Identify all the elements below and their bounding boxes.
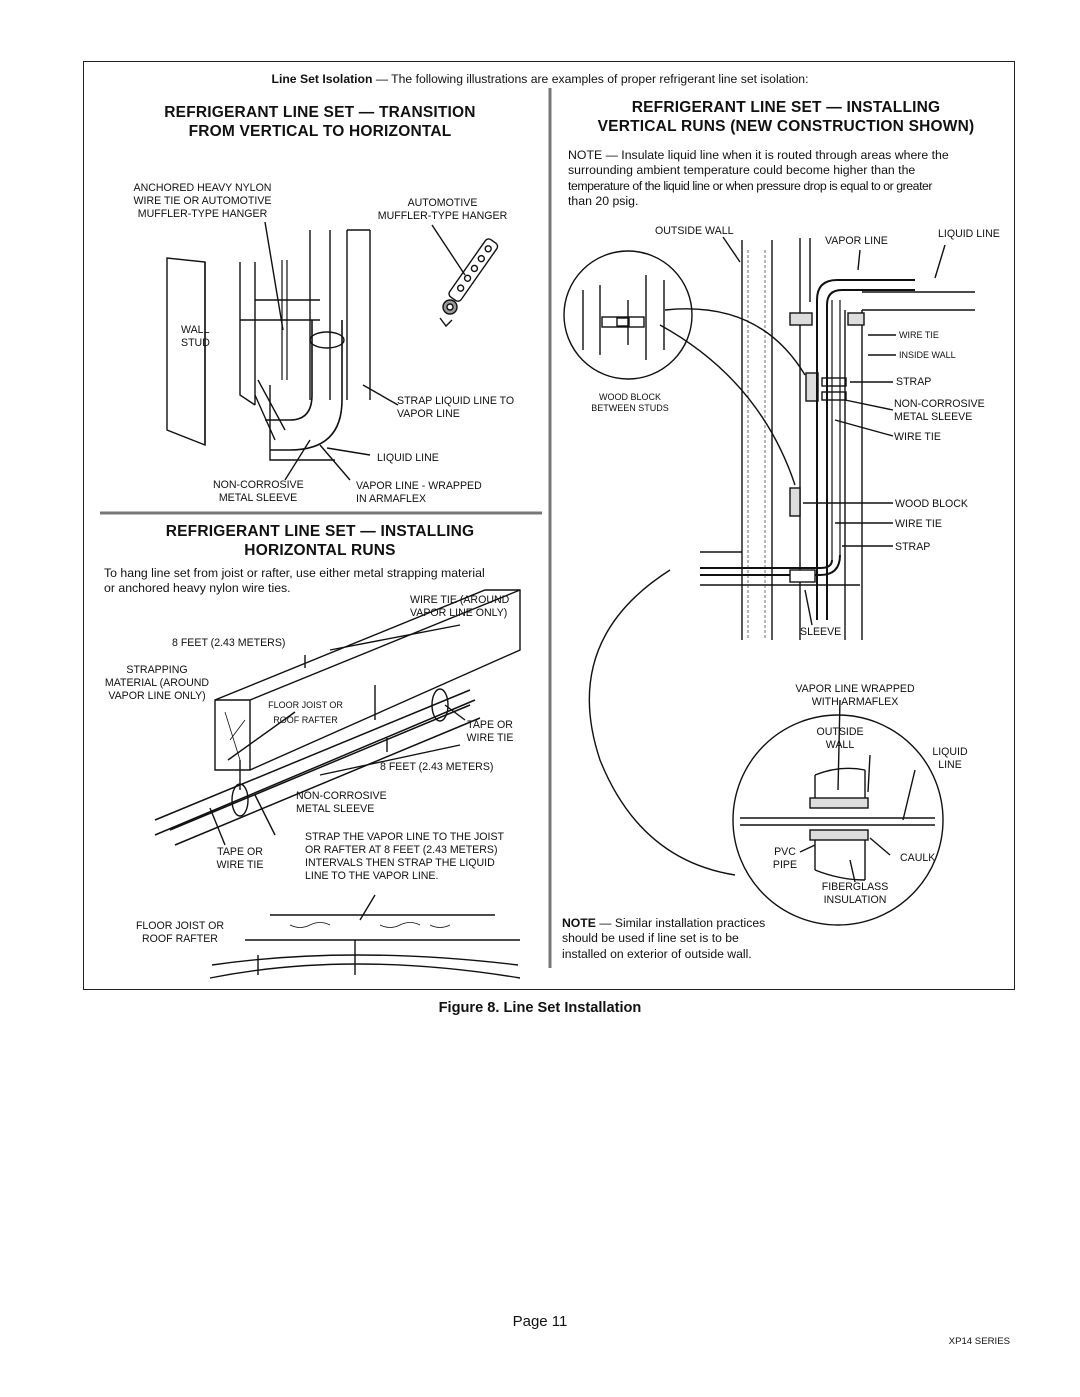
label-liquid-line-right: LIQUID LINE xyxy=(938,228,1000,240)
label-sleeve: SLEEVE xyxy=(800,626,842,638)
vertical-note: NOTE — Insulate liquid line when it is r… xyxy=(568,148,949,209)
label-8-feet-bottom: 8 FEET (2.43 METERS) xyxy=(380,761,494,773)
label-outside-wall: OUTSIDE WALL xyxy=(655,225,734,237)
figure-caption: Figure 8. Line Set Installation xyxy=(438,1000,642,1016)
label-8-feet-top: 8 FEET (2.43 METERS) xyxy=(172,637,286,649)
label-inside-wall: INSIDE WALL xyxy=(899,350,956,360)
label-wire-tie-3: WIRE TIE xyxy=(895,518,942,530)
horizontal-paragraph: To hang line set from joist or rafter, u… xyxy=(104,566,485,596)
label-vapor-line: VAPOR LINE xyxy=(825,235,888,247)
label-wire-tie-small: WIRE TIE xyxy=(899,330,939,340)
label-strap-1: STRAP xyxy=(896,376,932,388)
label-wood-block: WOOD BLOCK xyxy=(895,498,968,510)
vertical-title: REFRIGERANT LINE SET — INSTALLING VERTIC… xyxy=(597,99,975,135)
series-label: XP14 SERIES xyxy=(948,1336,1010,1347)
page-number: Page 11 xyxy=(512,1313,568,1330)
line-set-isolation-intro: Line Set Isolation — The following illus… xyxy=(271,72,809,86)
label-liquid-line: LIQUID LINE xyxy=(377,452,439,464)
label-caulk: CAULK xyxy=(900,852,936,864)
vertical-bottom-note: NOTE — Similar installation practices sh… xyxy=(562,916,766,961)
horizontal-title: REFRIGERANT LINE SET — INSTALLING HORIZO… xyxy=(165,523,475,559)
label-strap-2: STRAP xyxy=(895,541,931,553)
label-wire-tie-2: WIRE TIE xyxy=(894,431,941,443)
transition-title: REFRIGERANT LINE SET — TRANSITION FROM V… xyxy=(164,104,476,140)
figure-frame xyxy=(83,61,1015,990)
